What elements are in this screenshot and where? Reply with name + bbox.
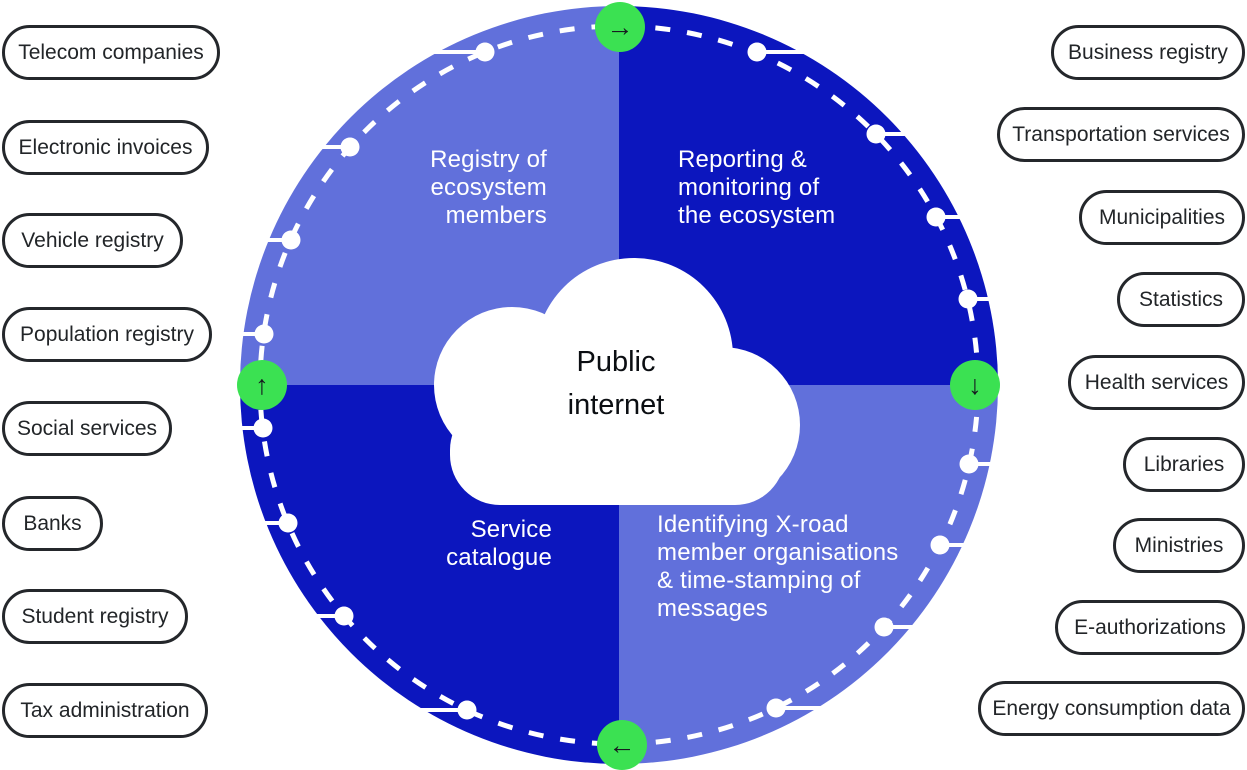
up-arrow-icon: ↑ (255, 369, 269, 400)
cloud-icon (434, 258, 800, 505)
pill-population-registry: Population registry (2, 307, 212, 362)
quadrant-top-left-shape (240, 6, 619, 385)
flow-arrow-right: ↓ (950, 360, 1000, 410)
pill-ministries: Ministries (1113, 518, 1245, 573)
pill-business-registry: Business registry (1051, 25, 1245, 80)
pill-statistics: Statistics (1117, 272, 1245, 327)
pill-banks: Banks (2, 496, 103, 551)
right-connector-lines (757, 50, 1150, 710)
pill-electronic-invoices: Electronic invoices (2, 120, 209, 175)
quadrant-label-registry: Registry of ecosystem members (430, 146, 547, 229)
left-arrow-icon: ← (608, 729, 636, 760)
pill-health-services: Health services (1068, 355, 1245, 410)
pill-libraries: Libraries (1123, 437, 1245, 492)
pill-e-authorizations: E-authorizations (1055, 600, 1245, 655)
ring-dots (253, 42, 979, 720)
quadrant-top-right-shape (619, 6, 998, 385)
right-arrow-icon: → (606, 11, 634, 42)
flow-arrow-bottom: ← (597, 720, 647, 770)
pill-transportation-services: Transportation services (997, 107, 1245, 162)
pill-vehicle-registry: Vehicle registry (2, 213, 183, 268)
pill-telecom-companies: Telecom companies (2, 25, 220, 80)
quadrant-label-service-catalogue: Service catalogue (446, 516, 552, 571)
down-arrow-icon: ↓ (968, 369, 982, 400)
quadrant-label-reporting: Reporting & monitoring of the ecosystem (678, 146, 836, 229)
pill-student-registry: Student registry (2, 589, 188, 644)
public-internet-label: Public internet (567, 346, 665, 421)
quadrant-label-identifying: Identifying X-road member organisations … (657, 511, 899, 622)
pill-municipalities: Municipalities (1079, 190, 1245, 245)
pill-energy-consumption-data: Energy consumption data (978, 681, 1245, 736)
flow-arrow-top: → (595, 2, 645, 52)
pill-tax-administration: Tax administration (2, 683, 208, 738)
flow-arrow-left: ↑ (237, 360, 287, 410)
pill-social-services: Social services (2, 401, 172, 456)
